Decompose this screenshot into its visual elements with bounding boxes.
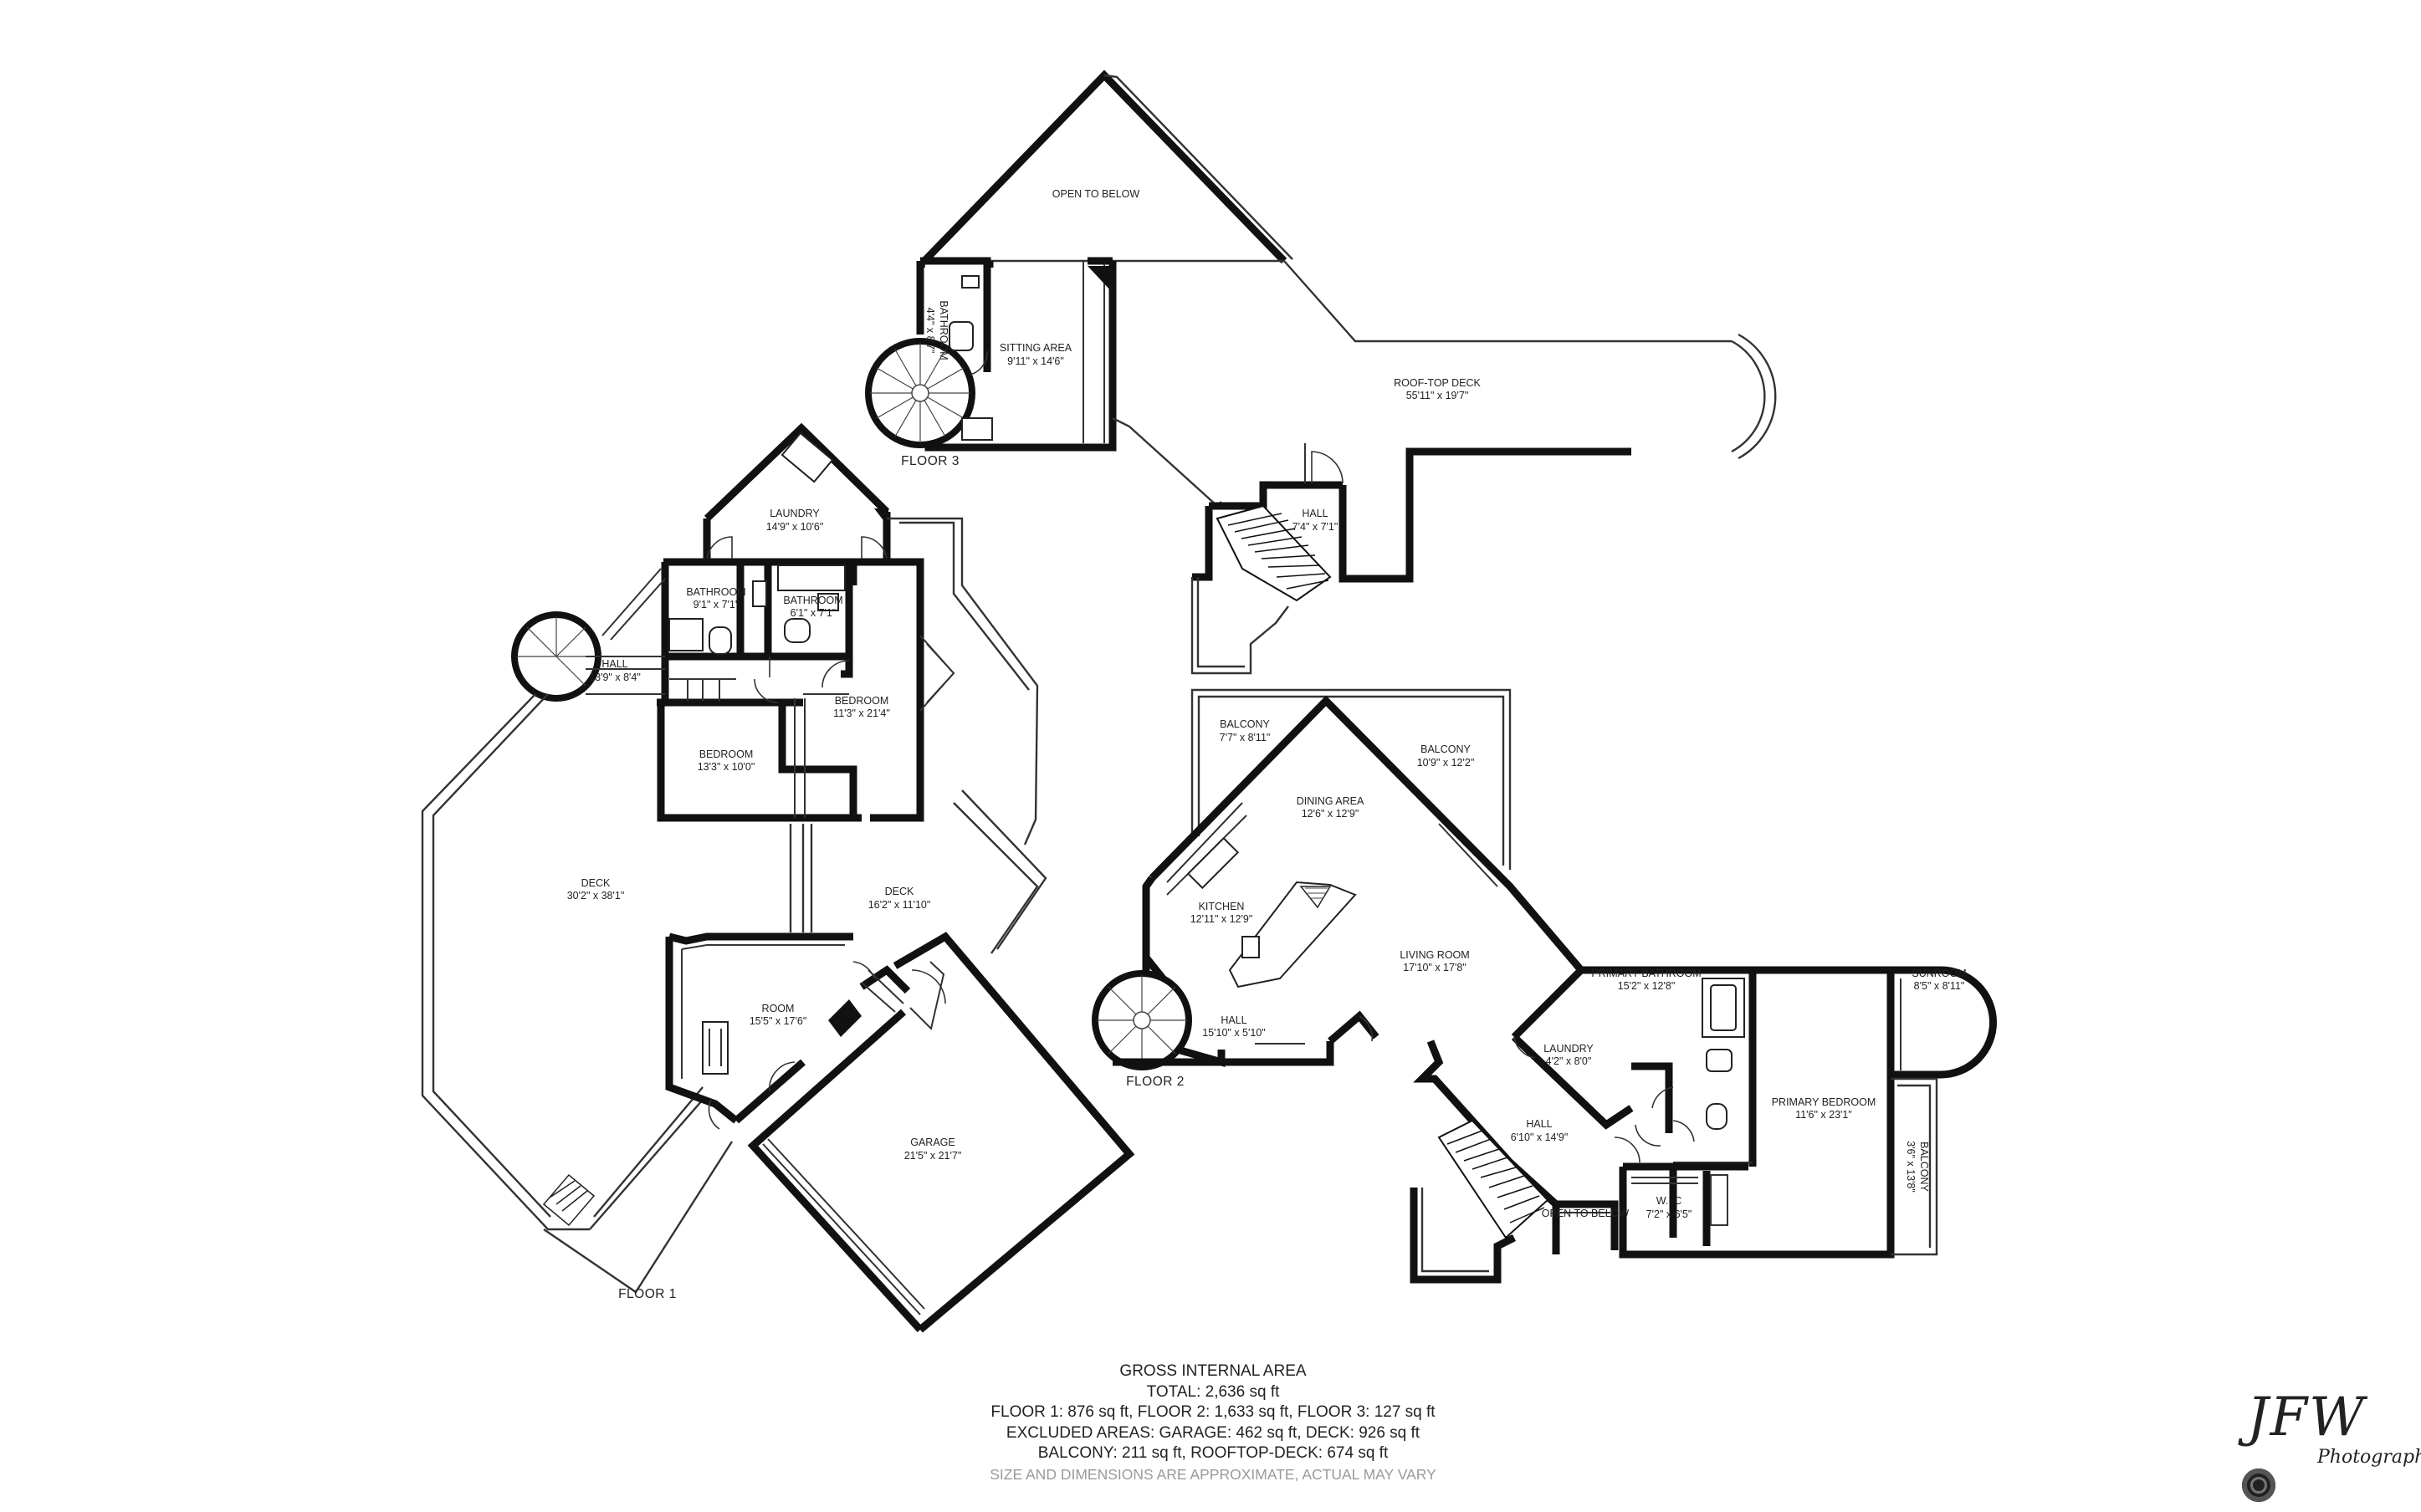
area-summary: GROSS INTERNAL AREA TOTAL: 2,636 sq ft F… [887, 1361, 1539, 1484]
room-label: BATHROOM [783, 595, 842, 606]
room-dimensions: 8'5" x 8'11" [1914, 980, 1965, 992]
room-label: DINING AREA [1297, 795, 1364, 807]
room-label: HALL [1302, 508, 1328, 519]
room-label: SUNROOM [1912, 968, 1966, 979]
room-dimensions: 16'2" x 11'10" [868, 899, 931, 911]
room-label: W.I.C [1656, 1195, 1682, 1207]
room-dimensions: 15'10" x 5'10" [1202, 1027, 1266, 1039]
room-label: OPEN TO BELOW [1542, 1208, 1630, 1219]
room-dimensions: 13'9" x 8'4" [589, 672, 641, 683]
room-label: LAUNDRY [770, 508, 820, 519]
room-dimensions: 11'3" x 21'4" [833, 707, 890, 719]
room-label: OPEN TO BELOW [1052, 188, 1140, 200]
room-label: ROOM [762, 1003, 795, 1014]
room-dimensions: 7'2" x 6'5" [1646, 1208, 1692, 1220]
logo-mark: JFW [2247, 1387, 2366, 1448]
room-label: LIVING ROOM [1400, 949, 1469, 961]
room-dimensions: 21'5" x 21'7" [904, 1150, 962, 1162]
camera-lens-icon [2242, 1469, 2275, 1502]
room-dimensions: 4'2" x 8'0" [1546, 1055, 1592, 1067]
room-labels: OPEN TO BELOW BATHROOM 4'4" x 8'7" SITTI… [567, 188, 1967, 1220]
summary-total: TOTAL: 2,636 sq ft [1146, 1382, 1280, 1401]
floor-3-label: FLOOR 3 [901, 454, 960, 468]
room-dimensions: 13'3" x 10'0" [698, 761, 755, 773]
room-label: HALL [601, 658, 627, 670]
summary-floors: FLOOR 1: 876 sq ft, FLOOR 2: 1,633 sq ft… [990, 1403, 1436, 1421]
floor-2-plan [1092, 688, 1997, 1284]
room-dimensions: 12'6" x 12'9" [1302, 808, 1359, 820]
room-dimensions: 7'4" x 7'1" [1292, 521, 1338, 533]
room-label: HALL [1221, 1014, 1246, 1026]
room-label: SITTING AREA [1000, 342, 1072, 354]
summary-heading: GROSS INTERNAL AREA [1119, 1362, 1307, 1380]
room-label: BALCONY [1420, 743, 1471, 755]
summary-balcony: BALCONY: 211 sq ft, ROOFTOP-DECK: 674 sq… [1037, 1444, 1389, 1462]
room-label: BATHROOM [938, 300, 949, 360]
deck-steps [542, 1173, 596, 1227]
room-dimensions: 4'4" x 8'7" [924, 308, 936, 354]
room-label: LAUNDRY [1543, 1043, 1594, 1055]
room-label: DECK [885, 886, 914, 897]
stair-f2 [1437, 1119, 1549, 1239]
room-dimensions: 10'9" x 12'2" [1417, 757, 1475, 769]
floor-2-label: FLOOR 2 [1126, 1075, 1185, 1089]
room-dimensions: 17'10" x 17'8" [1403, 962, 1466, 973]
summary-disclaimer: SIZE AND DIMENSIONS ARE APPROXIMATE, ACT… [990, 1465, 1436, 1483]
room-label: ROOF-TOP DECK [1394, 377, 1481, 389]
room-dimensions: 9'1" x 7'1" [694, 599, 740, 610]
room-dimensions: 55'11" x 19'7" [1406, 390, 1469, 401]
room-dimensions: 14'9" x 10'6" [766, 521, 824, 533]
room-dimensions: 9'11" x 14'6" [1007, 355, 1064, 367]
room-label: KITCHEN [1199, 901, 1245, 912]
room-dimensions: 6'1" x 7'1" [791, 607, 837, 619]
floor-1-plan [421, 422, 1135, 1333]
room-label: HALL [1526, 1118, 1552, 1130]
room-dimensions: 11'6" x 23'1" [1795, 1109, 1852, 1121]
room-label: BEDROOM [835, 695, 889, 707]
room-dimensions: 3'6" x 13'8" [1905, 1141, 1917, 1193]
room-label: PRIMARY BATHROOM [1591, 968, 1701, 979]
room-label: BEDROOM [699, 748, 754, 760]
room-dimensions: 15'5" x 17'6" [750, 1015, 807, 1027]
summary-excluded: EXCLUDED AREAS: GARAGE: 462 sq ft, DECK:… [1006, 1423, 1420, 1442]
room-label: PRIMARY BEDROOM [1772, 1096, 1876, 1108]
room-label: GARAGE [910, 1137, 955, 1148]
room-dimensions: 7'7" x 8'11" [1220, 732, 1271, 743]
room-label: DECK [581, 877, 611, 889]
room-dimensions: 30'2" x 38'1" [567, 890, 625, 902]
room-dimensions: 12'11" x 12'9" [1190, 913, 1253, 925]
floor-3-plan [865, 69, 1777, 675]
room-label: BATHROOM [686, 586, 745, 598]
open-to-below-f2: OPEN TO BELOW [1542, 1208, 1630, 1219]
logo-subtitle: Photography [2317, 1447, 2421, 1468]
room-label: BALCONY [1918, 1142, 1930, 1192]
stair-f3 [1216, 504, 1332, 602]
floor-1-label: FLOOR 1 [618, 1287, 677, 1301]
room-dimensions: 15'2" x 12'8" [1618, 980, 1676, 992]
room-dimensions: 6'10" x 14'9" [1511, 1131, 1569, 1143]
room-label: BALCONY [1220, 718, 1270, 730]
